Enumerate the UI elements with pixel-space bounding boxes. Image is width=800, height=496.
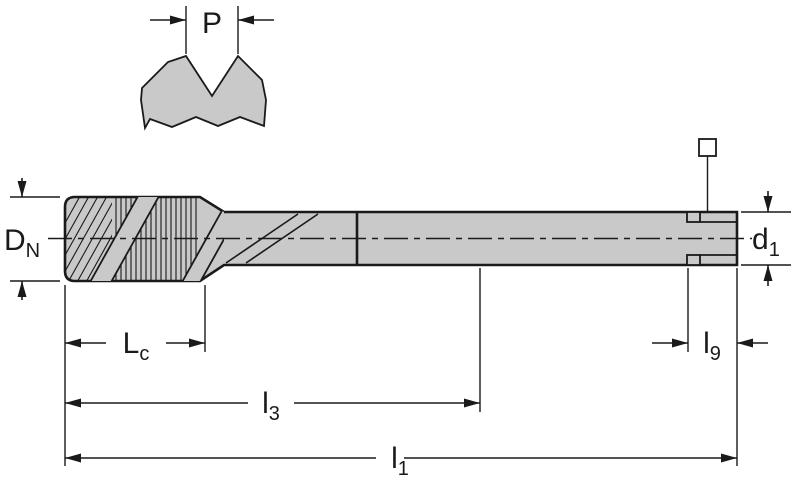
flute-stripe — [82, 197, 165, 281]
arrowhead — [672, 338, 688, 348]
extension-lines — [64, 268, 738, 466]
pitch-label: P — [202, 7, 222, 40]
arrowhead — [763, 265, 773, 281]
arrowhead — [737, 338, 753, 348]
thread-section-hatch — [65, 197, 224, 281]
arrowhead — [238, 15, 254, 25]
tap-body — [63, 195, 739, 283]
arrowhead — [65, 453, 81, 463]
thread-profile-detail: P — [140, 6, 274, 131]
lc-label: Lc — [123, 327, 150, 365]
arrowhead — [189, 338, 205, 348]
dimension-dn: DN — [4, 178, 60, 300]
dimension-l1: l1 — [65, 442, 737, 480]
thread-profile-section — [140, 54, 267, 131]
dimension-l9: l9 — [652, 327, 768, 365]
square-relief-notch — [686, 211, 701, 223]
dimension-d1: d1 — [741, 191, 791, 286]
d1-label: d1 — [752, 223, 780, 261]
arrowhead — [17, 181, 27, 197]
arrowhead — [65, 338, 81, 348]
arrowhead — [170, 15, 186, 25]
l3-label: l3 — [262, 387, 280, 425]
l1-label: l1 — [391, 442, 409, 480]
square-relief-notch — [686, 254, 701, 266]
arrowhead — [65, 398, 81, 408]
flute-stripe — [174, 197, 224, 281]
arrowhead — [464, 398, 480, 408]
l9-label: l9 — [703, 327, 721, 365]
pitch-dimension: P — [150, 6, 274, 54]
square-symbol-icon — [698, 138, 717, 157]
arrowhead — [721, 453, 737, 463]
dimension-l3: l3 — [65, 387, 480, 425]
arrowhead — [763, 196, 773, 212]
dimension-lc: Lc — [65, 327, 205, 365]
square-drive-end — [686, 211, 737, 266]
dn-label: DN — [4, 224, 40, 262]
square-drive-symbol — [698, 138, 717, 212]
arrowhead — [17, 281, 27, 297]
